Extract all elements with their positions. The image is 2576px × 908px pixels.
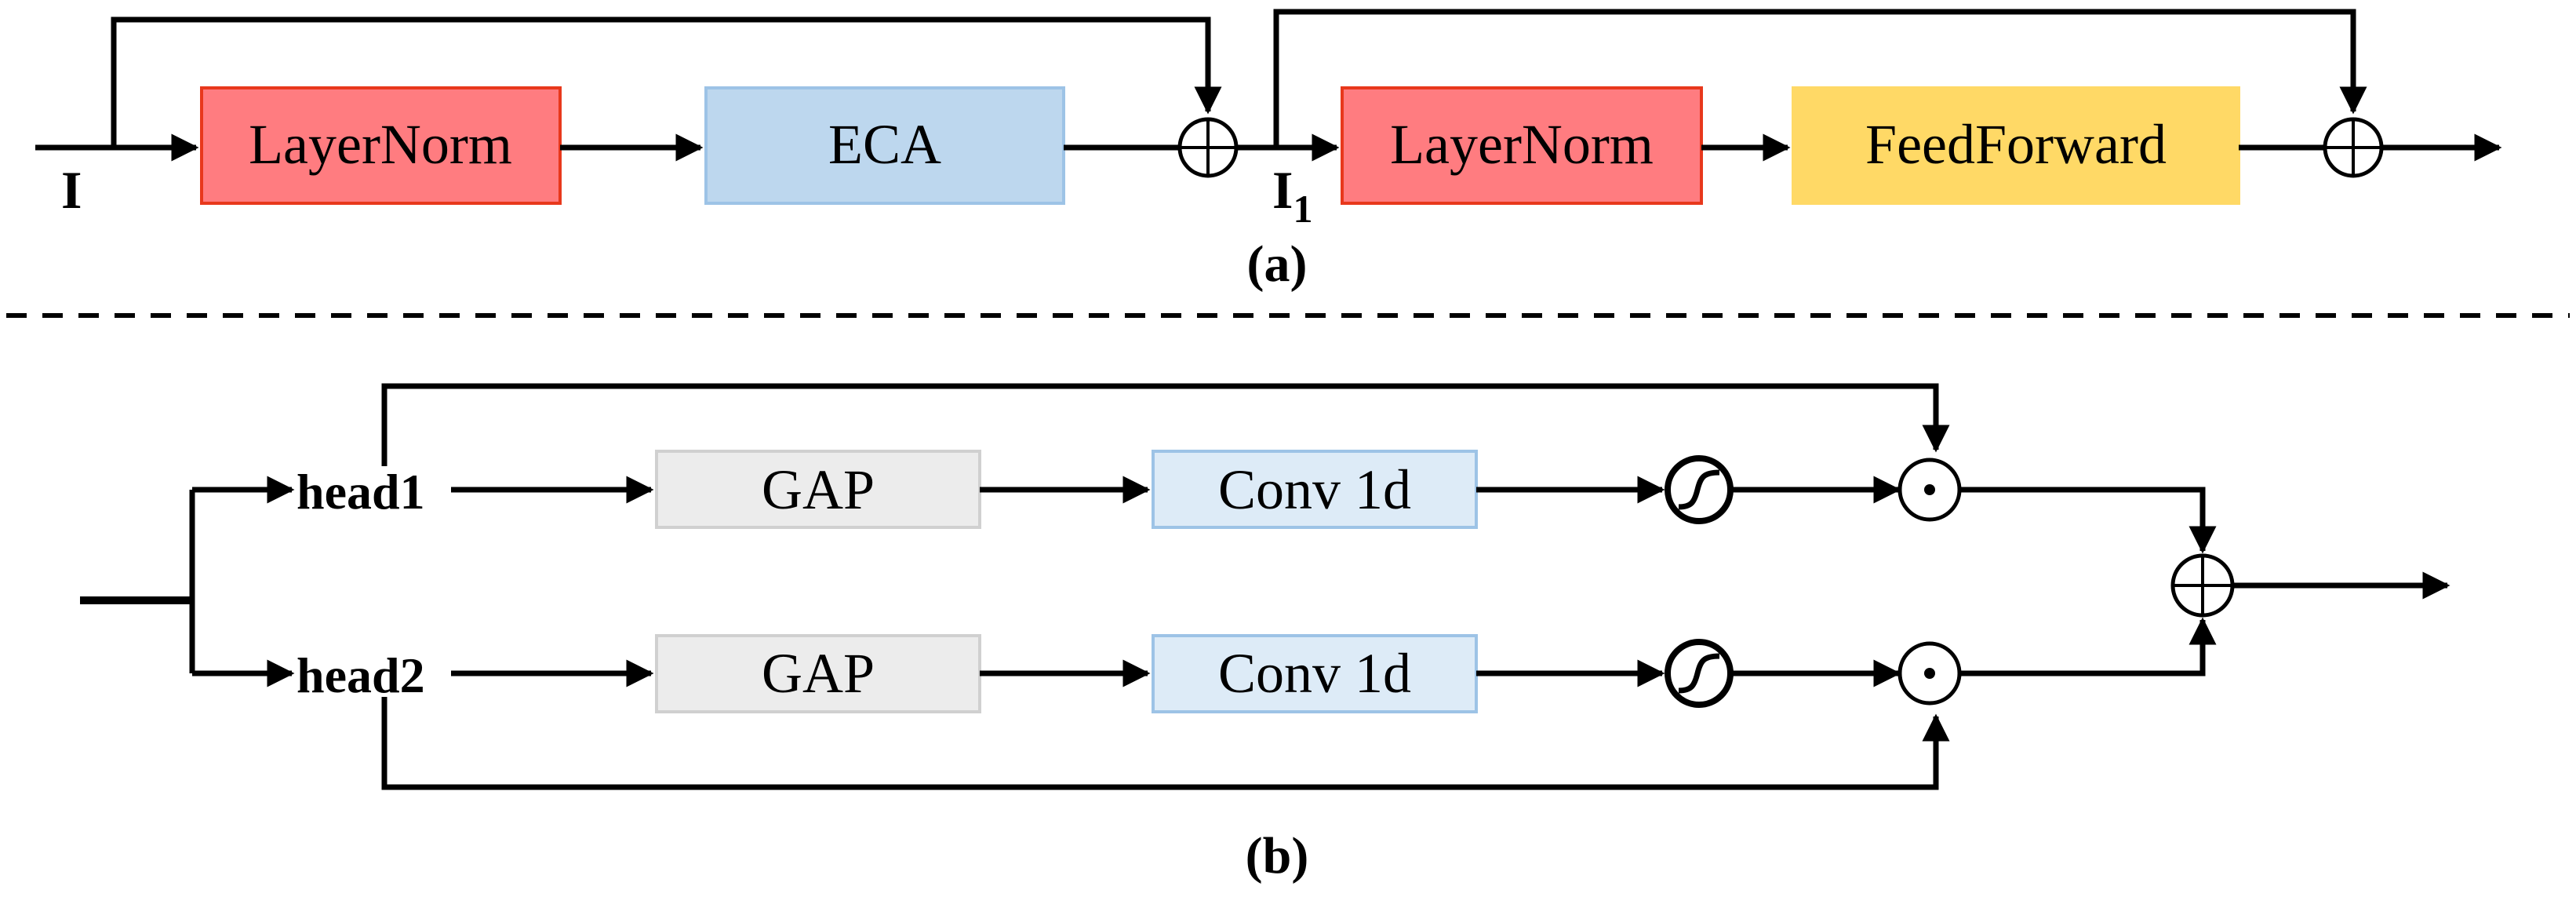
sigmoid-icon-2 — [1665, 639, 1734, 708]
conv1d-label-2: Conv 1d — [1218, 642, 1411, 705]
layernorm-label-2: LayerNorm — [1390, 113, 1654, 176]
skip-head2-multiply — [381, 697, 1950, 790]
skip-connection-2 — [1273, 9, 2367, 148]
gap-label-1: GAP — [762, 458, 875, 521]
gap-label-2: GAP — [762, 642, 875, 705]
add-operator-2 — [2323, 117, 2384, 178]
input-label-i: I — [61, 160, 82, 220]
gap-block-2: GAP — [655, 634, 981, 713]
head1-label: head1 — [297, 464, 425, 520]
arrow-mul1-sum — [1959, 487, 2217, 554]
layernorm-block-1: LayerNorm — [200, 86, 562, 205]
conv1d-block-1: Conv 1d — [1152, 450, 1478, 529]
skip-connection-1 — [111, 16, 1222, 148]
eca-block: ECA — [704, 86, 1065, 205]
caption-b: (b) — [1246, 827, 1309, 884]
caption-a: (a) — [1247, 235, 1308, 293]
eca-label: ECA — [828, 113, 941, 176]
input-label-i1: I1 — [1272, 160, 1312, 231]
sum-operator — [2170, 553, 2235, 618]
sigmoid-icon-1 — [1665, 455, 1734, 524]
conv1d-label-1: Conv 1d — [1218, 458, 1411, 521]
feedforward-label: FeedForward — [1865, 113, 2167, 176]
add-operator-1 — [1177, 117, 1239, 178]
multiply-operator-1 — [1897, 458, 1962, 522]
multiply-operator-2 — [1897, 641, 1962, 706]
layernorm-label-1: LayerNorm — [249, 113, 512, 176]
feedforward-block: FeedForward — [1792, 86, 2240, 205]
gap-block-1: GAP — [655, 450, 981, 529]
head2-label: head2 — [297, 647, 425, 703]
layernorm-block-2: LayerNorm — [1341, 86, 1703, 205]
conv1d-block-2: Conv 1d — [1152, 634, 1478, 713]
arrow-mul2-sum — [1959, 617, 2217, 676]
diagram-a: LayerNorm ECA LayerNorm FeedForward — [35, 9, 2502, 293]
diagram-b: head1 head2 GAP Conv 1d GA — [80, 383, 2450, 884]
skip-head1-multiply — [381, 383, 1950, 466]
